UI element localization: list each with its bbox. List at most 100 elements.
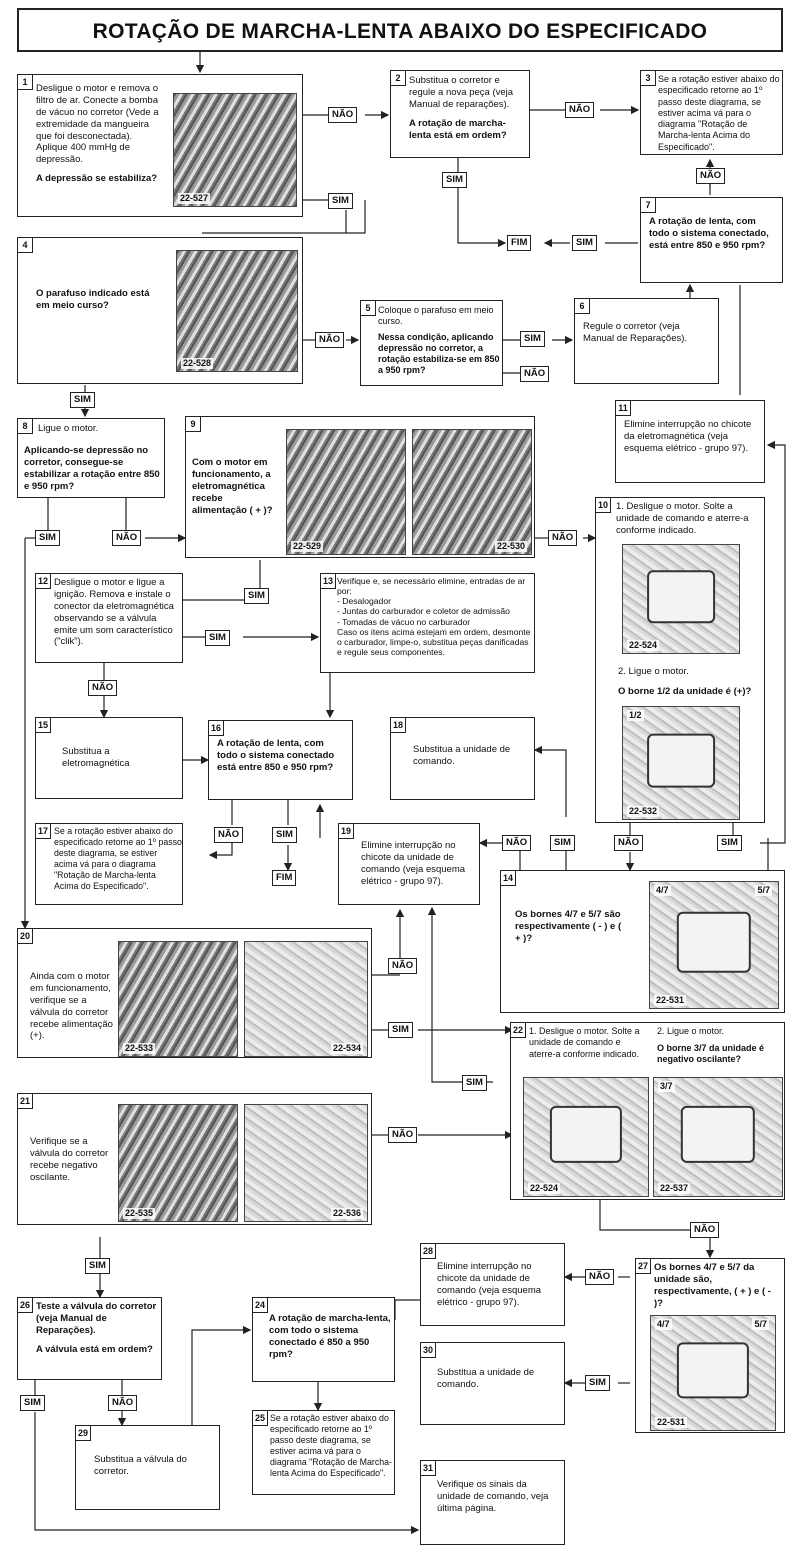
pin-label: 4/7 xyxy=(654,885,671,897)
step-number: 8 xyxy=(18,419,33,434)
tag-sim: SIM xyxy=(550,835,575,851)
step-question: O borne 1/2 da unidade é (+)? xyxy=(618,686,752,697)
step-text: Verifique e, se necessário elimine, entr… xyxy=(337,576,531,657)
step-number: 24 xyxy=(253,1298,268,1313)
step-number: 16 xyxy=(209,721,224,736)
photo-caption: 22-532 xyxy=(627,805,660,817)
tag-fim: FIM xyxy=(272,870,297,886)
tag-nao: NÃO xyxy=(614,835,644,851)
tag-nao: NÃO xyxy=(565,102,595,118)
photo-caption: 22-533 xyxy=(123,1042,156,1054)
step-number: 7 xyxy=(641,198,656,213)
step-text: Desligue o motor e ligue a ignição. Remo… xyxy=(54,577,174,648)
tag-nao: NÃO xyxy=(88,680,118,696)
step-number: 14 xyxy=(501,871,516,886)
step-31-box: 31 Verifique os sinais da unidade de com… xyxy=(420,1460,565,1545)
step-8-box: 8 Ligue o motor. Aplicando-se depressão … xyxy=(17,418,165,498)
step-question: A rotação de marcha-lenta está em ordem? xyxy=(409,117,507,141)
pin-label: 1/2 xyxy=(627,710,644,722)
tag-sim: SIM xyxy=(35,530,60,546)
step-3-box: 3 Se a rotação estiver abaixo do especif… xyxy=(640,70,783,155)
tag-sim: SIM xyxy=(520,331,545,347)
step-number: 10 xyxy=(596,498,611,513)
step-28-box: 28 Elimine interrupção no chicote da uni… xyxy=(420,1243,565,1326)
step-17-box: 17 Se a rotação estiver abaixo do especi… xyxy=(35,823,183,905)
step-question: A depressão se estabiliza? xyxy=(36,173,158,185)
step-number: 27 xyxy=(636,1259,651,1274)
step-question: A válvula está em ordem? xyxy=(36,1343,153,1355)
step-9-box: 9 Com o motor em funcionamento, a eletro… xyxy=(185,416,535,558)
step-19-box: 19 Elimine interrupção no chicote da uni… xyxy=(338,823,480,905)
control-unit-photo-2: 1/2 22-532 xyxy=(622,706,740,820)
step-4-box: 4 O parafuso indicado está em meio curso… xyxy=(17,237,303,384)
tag-sim: SIM xyxy=(585,1375,610,1391)
step-number: 6 xyxy=(575,299,590,314)
photo-caption: 22-527 xyxy=(178,192,211,204)
tag-sim: SIM xyxy=(572,235,597,251)
electromagnetic-photo-1: 22-529 xyxy=(286,429,406,555)
step-text: Ainda com o motor em funcionamento, veri… xyxy=(30,971,113,1042)
photo-caption: 22-537 xyxy=(658,1182,691,1194)
tag-nao: NÃO xyxy=(214,827,244,843)
step-15-box: 15 Substitua a eletromagnética xyxy=(35,717,183,799)
tag-nao: NÃO xyxy=(108,1395,138,1411)
step-text: Ligue o motor. xyxy=(38,423,99,434)
control-unit-photo-1: 22-524 xyxy=(523,1077,649,1197)
control-unit-photo: 4/7 5/7 22-531 xyxy=(650,1315,776,1431)
pin-label: 5/7 xyxy=(755,885,772,897)
photo-caption: 22-535 xyxy=(123,1207,156,1219)
control-unit-photo-1: 22-524 xyxy=(622,544,740,654)
step-question: Os bornes 4/7 e 5/7 da unidade são, resp… xyxy=(654,1262,771,1309)
tag-fim: FIM xyxy=(507,235,532,251)
electromagnetic-photo-2: 22-530 xyxy=(412,429,532,555)
control-unit-photo: 4/7 5/7 22-531 xyxy=(649,881,779,1009)
step-number: 26 xyxy=(18,1298,33,1313)
step-2-text: 2. Ligue o motor. xyxy=(618,666,689,677)
page-title: ROTAÇÃO DE MARCHA-LENTA ABAIXO DO ESPECI… xyxy=(17,8,783,52)
tag-sim: SIM xyxy=(85,1258,110,1274)
valve-photo-2: 22-536 xyxy=(244,1104,368,1222)
step-question: Com o motor em funcionamento, a eletroma… xyxy=(192,457,273,516)
photo-caption: 22-534 xyxy=(330,1042,363,1054)
step-number: 28 xyxy=(421,1244,436,1259)
tag-sim: SIM xyxy=(462,1075,487,1091)
step-number: 4 xyxy=(18,238,33,253)
step-text: Teste a válvula do corretor (veja Manual… xyxy=(36,1301,157,1336)
step-question: Os bornes 4/7 e 5/7 são respectivamente … xyxy=(515,909,622,944)
step-number: 29 xyxy=(76,1426,91,1441)
photo-caption: 22-529 xyxy=(291,540,324,552)
step-text: Elimine interrupção no chicote da unidad… xyxy=(437,1261,542,1308)
step-number: 21 xyxy=(18,1094,33,1109)
step-question: O parafuso indicado está em meio curso? xyxy=(36,288,150,311)
step-question: A rotação de marcha-lenta, com todo o si… xyxy=(269,1313,391,1360)
control-unit-photo-2: 3/7 22-537 xyxy=(653,1077,783,1197)
tag-nao: NÃO xyxy=(502,835,532,851)
tag-sim: SIM xyxy=(717,835,742,851)
step-text: Verifique se a válvula do corretor receb… xyxy=(30,1136,109,1183)
tag-nao: NÃO xyxy=(388,1127,418,1143)
tag-sim: SIM xyxy=(244,588,269,604)
step-6-box: 6 Regule o corretor (veja Manual de Repa… xyxy=(574,298,719,384)
tag-nao: NÃO xyxy=(315,332,345,348)
tag-sim: SIM xyxy=(20,1395,45,1411)
step-text: 1. Desligue o motor. Solte a unidade de … xyxy=(616,501,749,536)
step-21-box: 21 Verifique se a válvula do corretor re… xyxy=(17,1093,372,1225)
step-number: 12 xyxy=(36,574,51,589)
step-text: Verifique os sinais da unidade de comand… xyxy=(437,1479,549,1514)
step-question: Nessa condição, aplicando depressão no c… xyxy=(378,331,500,376)
tag-sim: SIM xyxy=(205,630,230,646)
step-number: 19 xyxy=(339,824,354,839)
step-number: 1 xyxy=(18,75,33,90)
step-question: A rotação de lenta, com todo o sistema c… xyxy=(649,216,769,251)
pin-label: 4/7 xyxy=(655,1319,672,1331)
pin-label: 3/7 xyxy=(658,1081,675,1093)
tag-nao: NÃO xyxy=(328,107,358,123)
step-18-box: 18 Substitua a unidade de comando. xyxy=(390,717,535,800)
pin-label: 5/7 xyxy=(752,1319,769,1331)
photo-caption: 22-536 xyxy=(330,1207,363,1219)
step-24-box: 24 A rotação de marcha-lenta, com todo o… xyxy=(252,1297,395,1382)
step-11-box: 11 Elimine interrupção no chicote da ele… xyxy=(615,400,765,483)
screw-photo: 22-528 xyxy=(176,250,298,372)
step-5-box: 5 Coloque o parafuso em meio curso. Ness… xyxy=(360,300,503,386)
step-text: Substitua a eletromagnética xyxy=(62,746,130,769)
